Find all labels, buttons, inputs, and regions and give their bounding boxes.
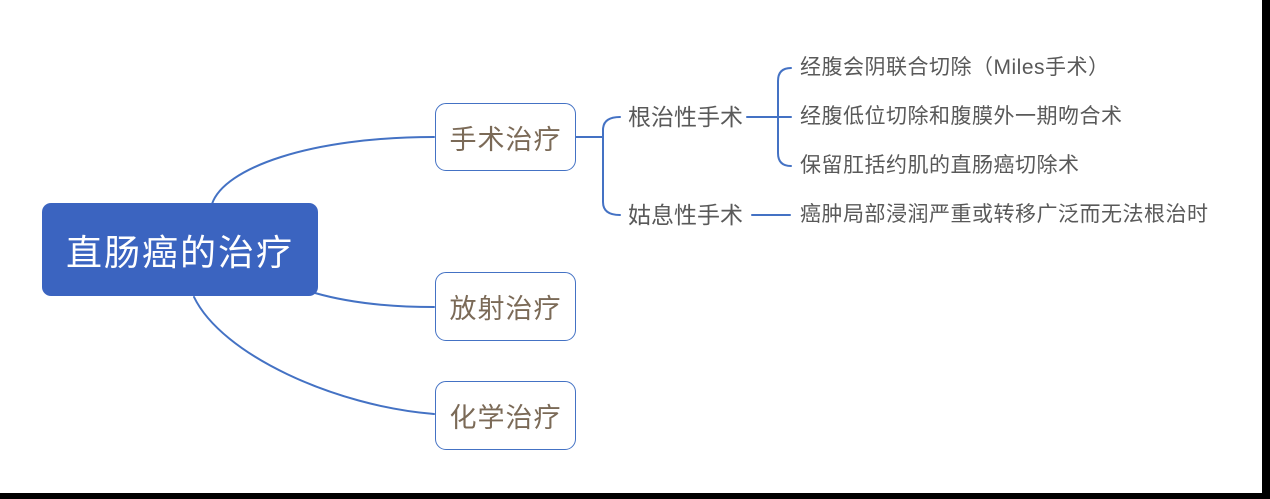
- leaf-miles-operation[interactable]: 经腹会阴联合切除（Miles手术）: [800, 56, 1110, 79]
- branch-node-label: 手术治疗: [449, 124, 562, 155]
- frame-bottom-bar: [0, 493, 1270, 499]
- connector-root-to-radiation: [314, 292, 435, 308]
- leaf-low-anterior-resection[interactable]: 经腹低位切除和腹膜外一期吻合术: [800, 105, 1123, 128]
- frame-right-bar: [1262, 0, 1270, 499]
- leaf-sphincter-preserving-resection[interactable]: 保留肛括约肌的直肠癌切除术: [800, 154, 1080, 177]
- branch-node-label: 放射治疗: [449, 294, 562, 324]
- subtopic-radical-surgery[interactable]: 根治性手术: [628, 104, 743, 130]
- branch-node-radiation[interactable]: 放射治疗: [435, 272, 576, 341]
- root-node-rectal-cancer-treatment[interactable]: 直肠癌的治疗: [42, 203, 318, 296]
- connector-surgery-bracket: [602, 116, 621, 216]
- root-node-label: 直肠癌的治疗: [65, 231, 294, 273]
- leaf-palliative-indication[interactable]: 癌肿局部浸润严重或转移广泛而无法根治时: [800, 203, 1209, 226]
- connector-root-to-surgery: [211, 136, 435, 205]
- branch-node-surgery[interactable]: 手术治疗: [435, 103, 576, 171]
- connector-radical-bracket: [777, 67, 792, 167]
- branch-node-label: 化学治疗: [449, 403, 562, 433]
- branch-node-chemotherapy[interactable]: 化学治疗: [435, 381, 576, 450]
- subtopic-palliative-surgery[interactable]: 姑息性手术: [628, 202, 743, 228]
- connector-root-to-chemo: [193, 296, 435, 415]
